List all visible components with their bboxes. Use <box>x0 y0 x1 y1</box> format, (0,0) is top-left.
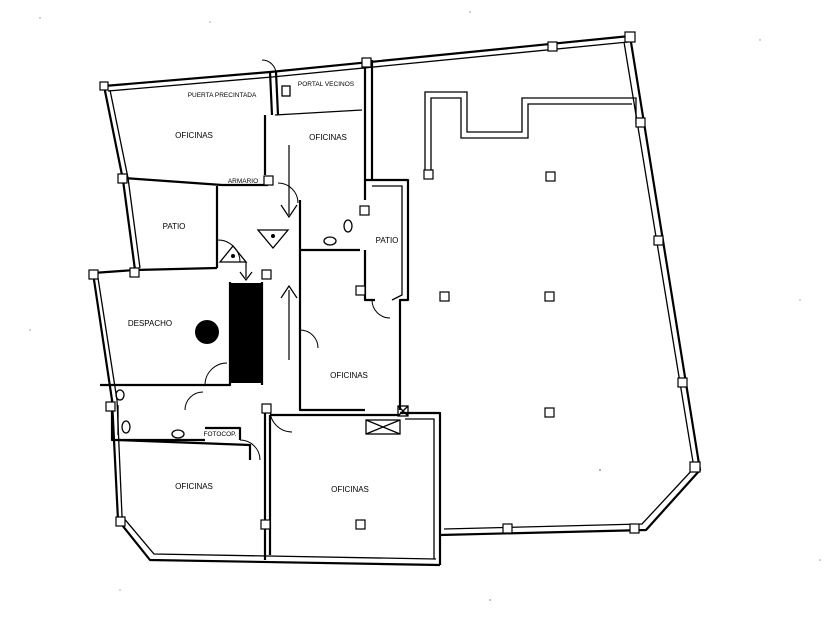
label-portal-vecinos: PORTAL VECINOS <box>298 81 355 88</box>
despacho-column-dot <box>195 320 219 344</box>
label-patio-right: PATIO <box>376 236 399 245</box>
label-oficinas-bottom-left: OFICINAS <box>175 482 213 491</box>
circulation-arrows <box>239 145 298 360</box>
label-puerta-precintada: PUERTA PRECINTADA <box>188 92 257 99</box>
scan-noise <box>29 11 821 601</box>
label-oficinas-bottom-center: OFICINAS <box>331 485 369 494</box>
label-fotocop: FOTOCOP. <box>204 431 237 438</box>
label-patio-left: PATIO <box>163 222 186 231</box>
columns <box>88 31 701 534</box>
interior-walls <box>100 60 410 560</box>
fixtures <box>115 85 409 439</box>
room-labels: PUERTA PRECINTADA PORTAL VECINOS OFICINA… <box>128 81 399 494</box>
label-oficinas-top-left: OFICINAS <box>175 131 213 140</box>
label-oficinas-mid-right: OFICINAS <box>330 371 368 380</box>
label-oficinas-top-center: OFICINAS <box>309 133 347 142</box>
doors <box>184 59 391 461</box>
label-despacho: DESPACHO <box>128 319 172 328</box>
hall-notch <box>424 91 637 176</box>
label-armario: ARMARIO <box>228 178 258 185</box>
stair-block <box>230 283 262 383</box>
